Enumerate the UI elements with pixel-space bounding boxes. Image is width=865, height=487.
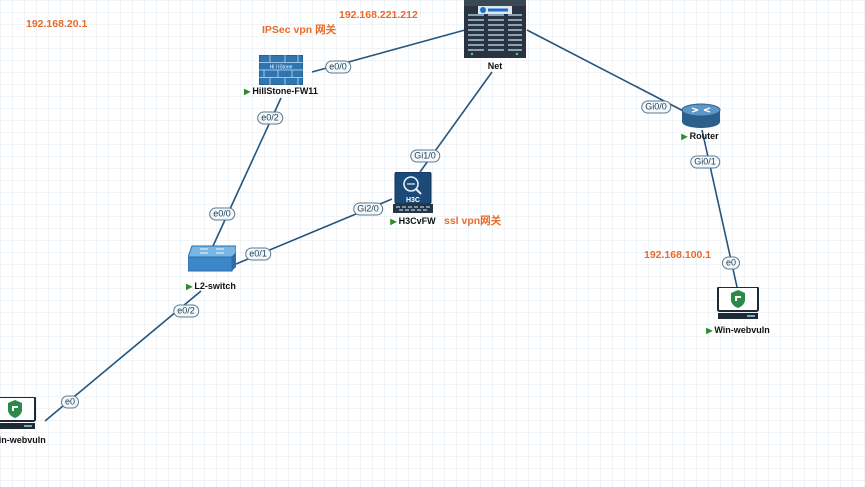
node-net-label: Net xyxy=(487,61,503,71)
iface-switch-e0-0[interactable]: e0/0 xyxy=(209,207,235,221)
iface-hillstone-e0-0[interactable]: e0/0 xyxy=(325,60,351,74)
node-router[interactable] xyxy=(681,103,721,129)
hillstone-logo-text: Hi l lStone xyxy=(270,65,293,71)
server-rack-icon xyxy=(464,0,526,58)
iface-hillstone-e0-2[interactable]: e0/2 xyxy=(257,111,283,125)
h3c-logo-text: H3C xyxy=(406,197,420,204)
node-router-label: ▶Router xyxy=(681,131,719,141)
iface-router-gi0-0[interactable]: Gi0/0 xyxy=(641,100,671,114)
play-triangle-icon: ▶ xyxy=(244,87,251,96)
iface-h3c-gi2-0[interactable]: Gi2/0 xyxy=(353,202,383,216)
router-icon xyxy=(681,103,721,128)
note-subnet-left: 192.168.20.1 xyxy=(26,18,88,30)
iface-h3c-gi1-0[interactable]: Gi1/0 xyxy=(410,149,440,163)
play-triangle-icon: ▶ xyxy=(186,282,193,291)
h3c-firewall-icon: H3C xyxy=(393,172,433,213)
iface-router-gi0-1[interactable]: Gi0/1 xyxy=(690,155,720,169)
node-hillstone[interactable]: Hi l lStone xyxy=(259,55,303,85)
note-public-ip: 192.168.221.212 xyxy=(339,9,418,21)
node-win-right[interactable] xyxy=(717,287,759,321)
note-ssl-gateway: ssl vpn网关 xyxy=(444,215,502,227)
play-triangle-icon: ▶ xyxy=(390,217,397,226)
node-switch-label: ▶L2-switch xyxy=(186,281,236,291)
node-win-left-label: Win-webvuln xyxy=(0,435,46,445)
node-switch[interactable] xyxy=(188,245,236,277)
node-hillstone-label: ▶HillStone-FW11 xyxy=(244,86,318,96)
monitor-icon xyxy=(717,287,759,319)
monitor-icon xyxy=(0,397,36,429)
play-triangle-icon: ▶ xyxy=(681,132,688,141)
iface-switch-e0-1[interactable]: e0/1 xyxy=(245,247,271,261)
iface-winleft-e0[interactable]: e0 xyxy=(60,395,80,409)
node-win-left[interactable] xyxy=(0,397,36,431)
firewall-icon: Hi l lStone xyxy=(259,55,303,85)
node-h3c[interactable]: H3C xyxy=(393,172,433,214)
node-win-right-label: ▶Win-webvuln xyxy=(706,325,770,335)
note-subnet-right: 192.168.100.1 xyxy=(644,249,712,261)
node-h3c-label: ▶H3CvFW xyxy=(390,216,436,226)
switch-icon xyxy=(188,245,236,272)
iface-winright-e0[interactable]: e0 xyxy=(721,256,741,270)
iface-switch-e0-2[interactable]: e0/2 xyxy=(173,304,199,318)
play-triangle-icon: ▶ xyxy=(706,326,713,335)
note-ipsec-gateway: IPSec vpn 网关 xyxy=(262,24,337,36)
node-net[interactable] xyxy=(462,0,528,60)
